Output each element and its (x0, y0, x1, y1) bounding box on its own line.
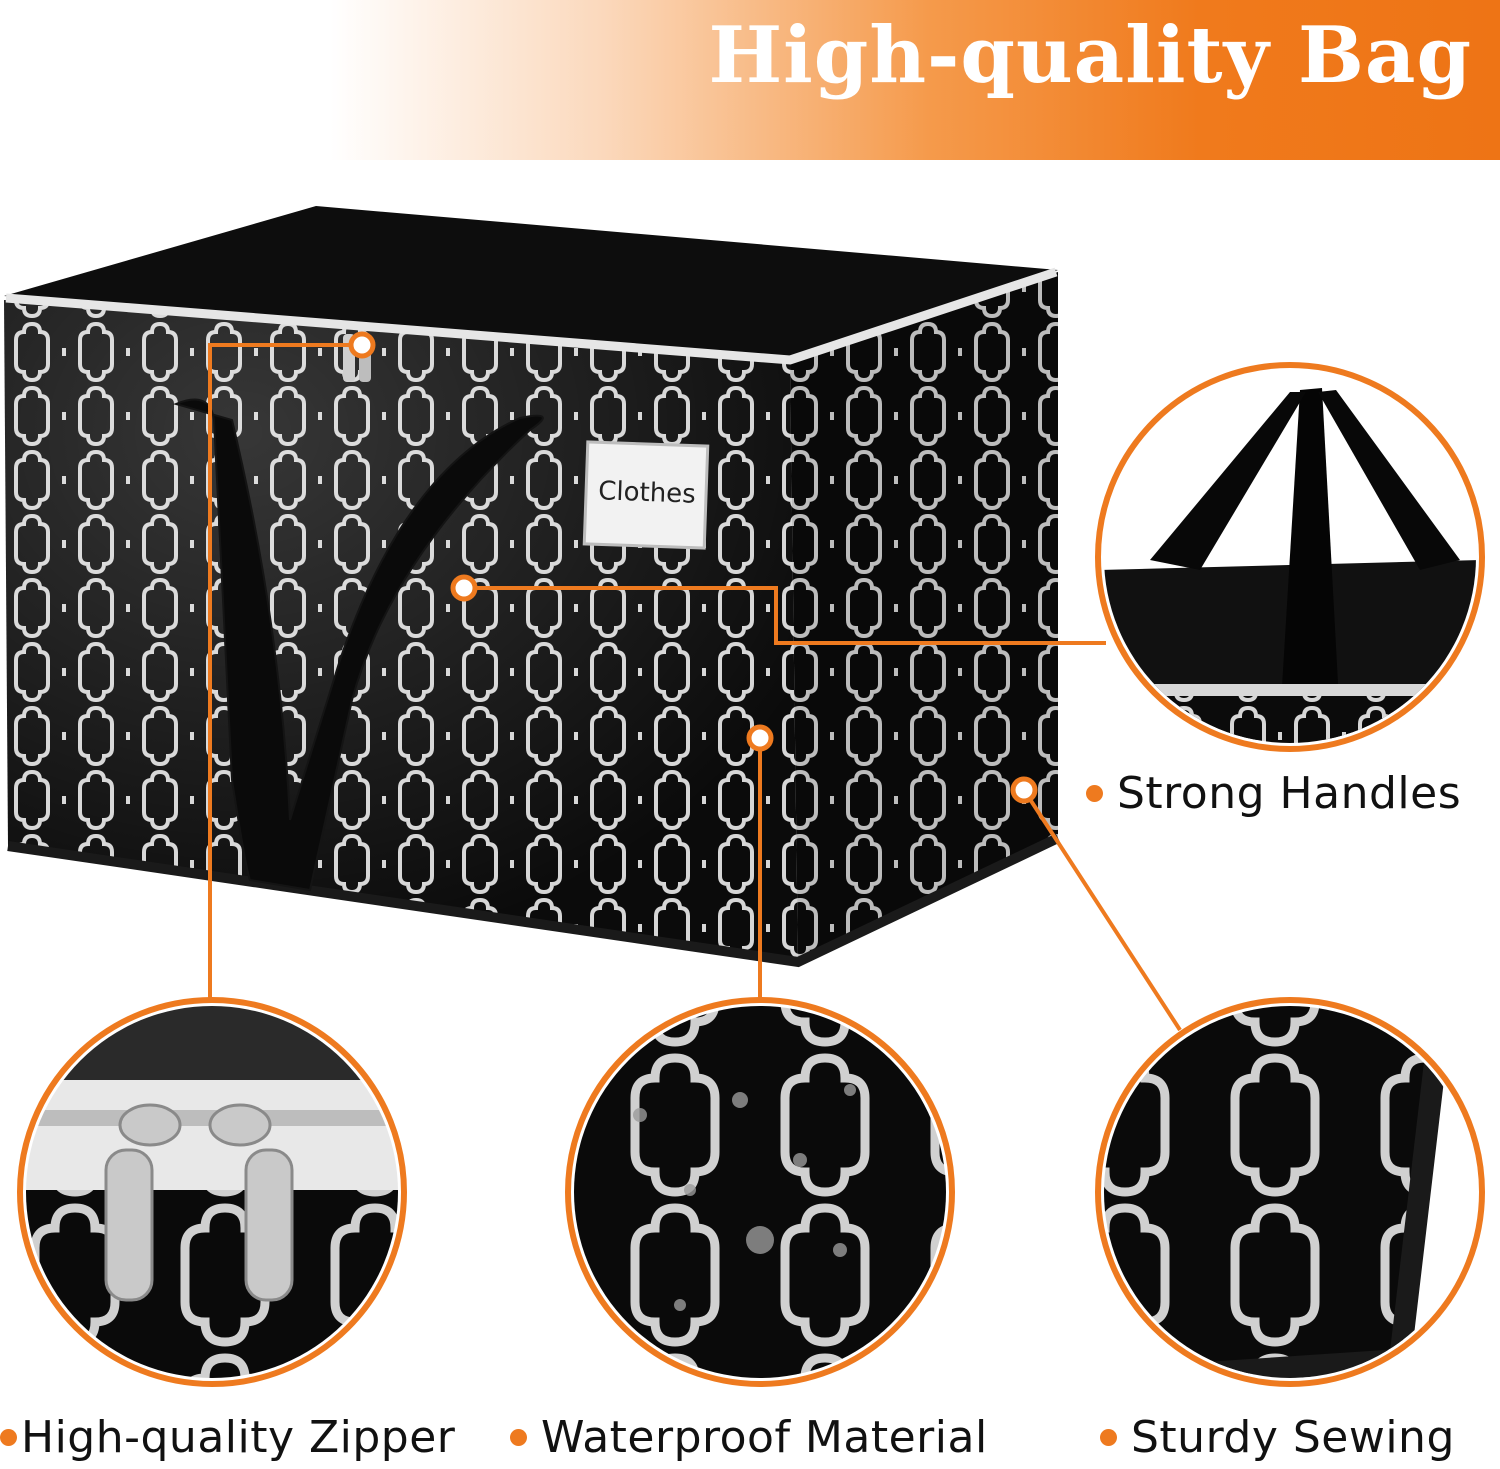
detail-zipper (17, 997, 407, 1387)
label-pocket (582, 440, 710, 550)
caption-text: High-quality Zipper (21, 1412, 456, 1463)
caption-sewing: Sturdy Sewing (1100, 1412, 1455, 1463)
water-droplet-icon (633, 1084, 856, 1311)
caption-text: Sturdy Sewing (1131, 1412, 1455, 1463)
bag-tag-label: Clothes (597, 476, 697, 510)
bullet-icon (0, 1428, 17, 1446)
bag-lid (4, 206, 1058, 360)
page-title: High-quality Bag (708, 10, 1472, 101)
zipper-pull-icon (104, 1103, 294, 1302)
bag-handle (172, 398, 544, 892)
bullet-icon (1100, 1428, 1117, 1446)
storage-bag (4, 206, 1061, 968)
caption-waterproof: Waterproof Material (510, 1412, 988, 1463)
detail-handles (1095, 362, 1485, 752)
callout-dot-icon (348, 331, 1038, 804)
caption-strong-handles: Strong Handles (1086, 768, 1461, 819)
zipper-track (5, 267, 1058, 365)
bullet-icon (510, 1428, 527, 1446)
bullet-icon (1086, 784, 1103, 802)
callout-lines (208, 343, 1182, 1032)
detail-sewing (1095, 997, 1485, 1387)
caption-text: Strong Handles (1117, 768, 1462, 819)
caption-zipper: High-quality Zipper (0, 1412, 455, 1463)
caption-text: Waterproof Material (541, 1412, 988, 1463)
bag-side (790, 272, 1058, 962)
header-banner: High-quality Bag (0, 0, 1500, 160)
detail-waterproof (565, 997, 955, 1387)
